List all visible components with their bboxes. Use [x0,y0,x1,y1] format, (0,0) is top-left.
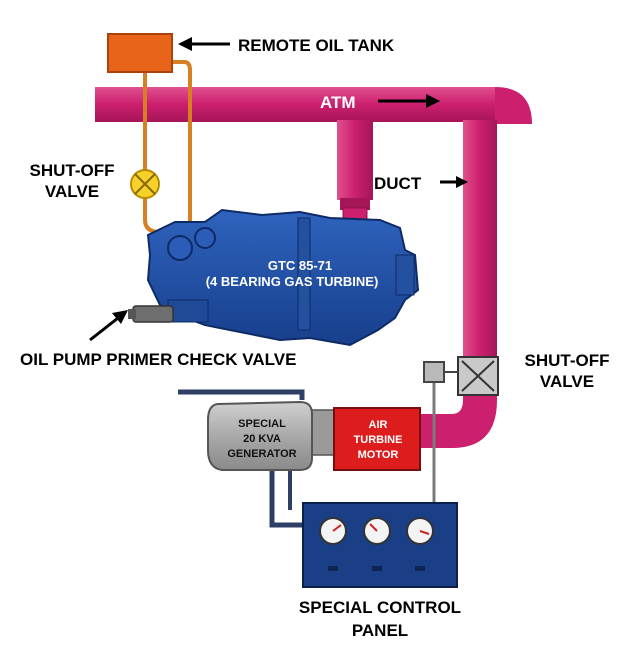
control-wiring [178,383,436,528]
generator-label-1: SPECIAL [238,418,286,430]
atm-label: ATM [320,93,356,112]
gauge-icon [319,517,347,545]
generator-label-3: GENERATOR [227,448,296,460]
shutoff-right-label-2: VALVE [540,372,594,391]
gauge-icon [363,517,391,545]
generator: SPECIAL 20 KVA GENERATOR [207,400,336,471]
gas-turbine: GTC 85-71 (4 BEARING GAS TURBINE) [146,208,420,347]
shutoff-left-label-1: SHUT-OFF [30,161,115,180]
generator-label-2: 20 KVA [243,433,281,445]
control-panel-label-1: SPECIAL CONTROL [299,598,461,617]
turbine-desc-label: (4 BEARING GAS TURBINE) [206,274,379,289]
air-motor-label-3: MOTOR [358,449,399,461]
control-panel-label-2: PANEL [352,621,408,640]
arrow-icon [178,37,230,51]
shutoff-right-label-1: SHUT-OFF [525,351,610,370]
primer-valve-label: OIL PUMP PRIMER CHECK VALVE [20,350,296,369]
arrow-icon [89,310,128,342]
air-turbine-motor: AIR TURBINE MOTOR [333,407,421,471]
shutoff-left-label-2: VALVE [45,182,99,201]
duct [95,87,532,448]
remote-oil-tank [107,33,173,73]
shutoff-valve-icon [130,169,160,199]
control-panel [302,502,458,588]
air-motor-label-1: AIR [369,419,388,431]
primer-check-valve [128,305,174,323]
duct-label: DUCT [374,174,422,193]
remote-oil-tank-label: REMOTE OIL TANK [238,36,395,55]
air-motor-label-2: TURBINE [354,434,403,446]
gauge-icon [406,517,434,545]
arrow-icon [440,176,468,188]
arrow-icon [378,94,440,108]
turbine-model-label: GTC 85-71 [268,258,332,273]
shutoff-valve-right-icon [423,356,499,396]
